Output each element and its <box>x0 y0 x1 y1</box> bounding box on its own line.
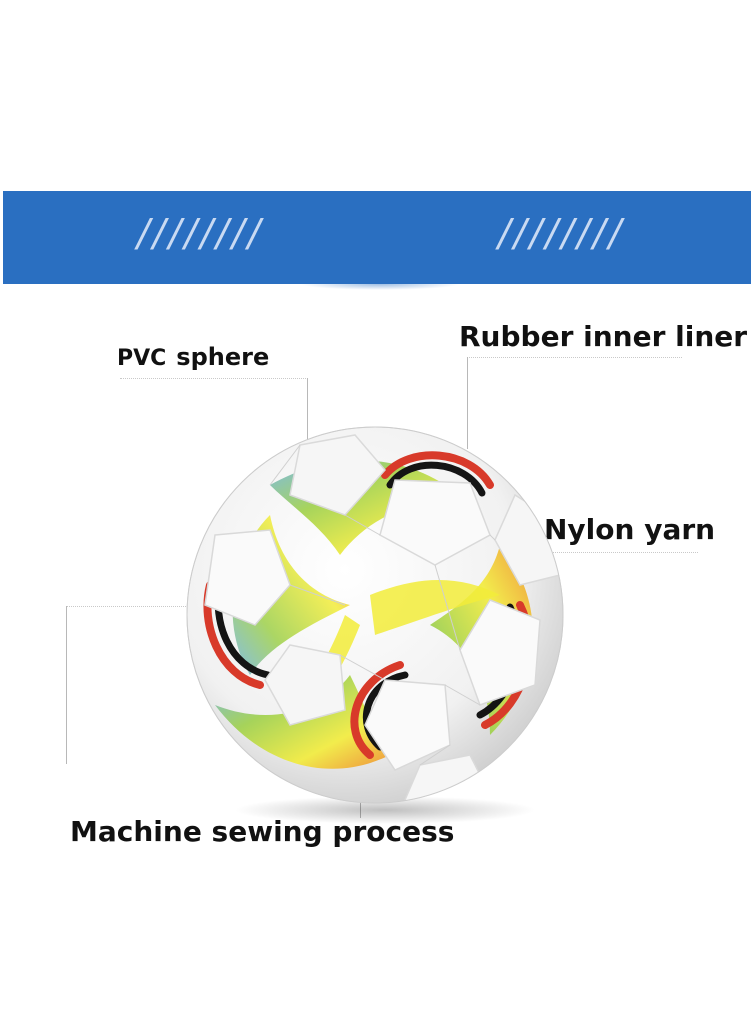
banner-decoration-left: //////// <box>137 211 264 255</box>
pvc-leader-vertical <box>307 378 308 440</box>
left-leader-horizontal <box>66 606 190 607</box>
rubber-leader-vertical <box>467 357 468 449</box>
rubber-leader-horizontal <box>467 357 682 358</box>
soccer-ball-icon <box>170 425 580 825</box>
banner-glow <box>300 278 460 290</box>
ball-graphics <box>203 434 561 803</box>
header-banner <box>3 191 751 284</box>
ball-shadow <box>235 796 535 824</box>
pvc-leader-horizontal <box>120 378 308 379</box>
pvc-label-prefix: PVC <box>117 346 167 371</box>
soccer-ball-svg <box>186 426 564 824</box>
pvc-label-suffix: sphere <box>176 343 270 371</box>
banner-decoration-right: //////// <box>498 211 625 255</box>
nylon-leader-horizontal <box>548 552 698 553</box>
left-leader-vertical <box>66 606 67 764</box>
pvc-sphere-label: PVC sphere <box>117 345 269 370</box>
rubber-inner-liner-label: Rubber inner liner <box>459 320 748 353</box>
nylon-yarn-label: Nylon yarn <box>544 513 716 546</box>
